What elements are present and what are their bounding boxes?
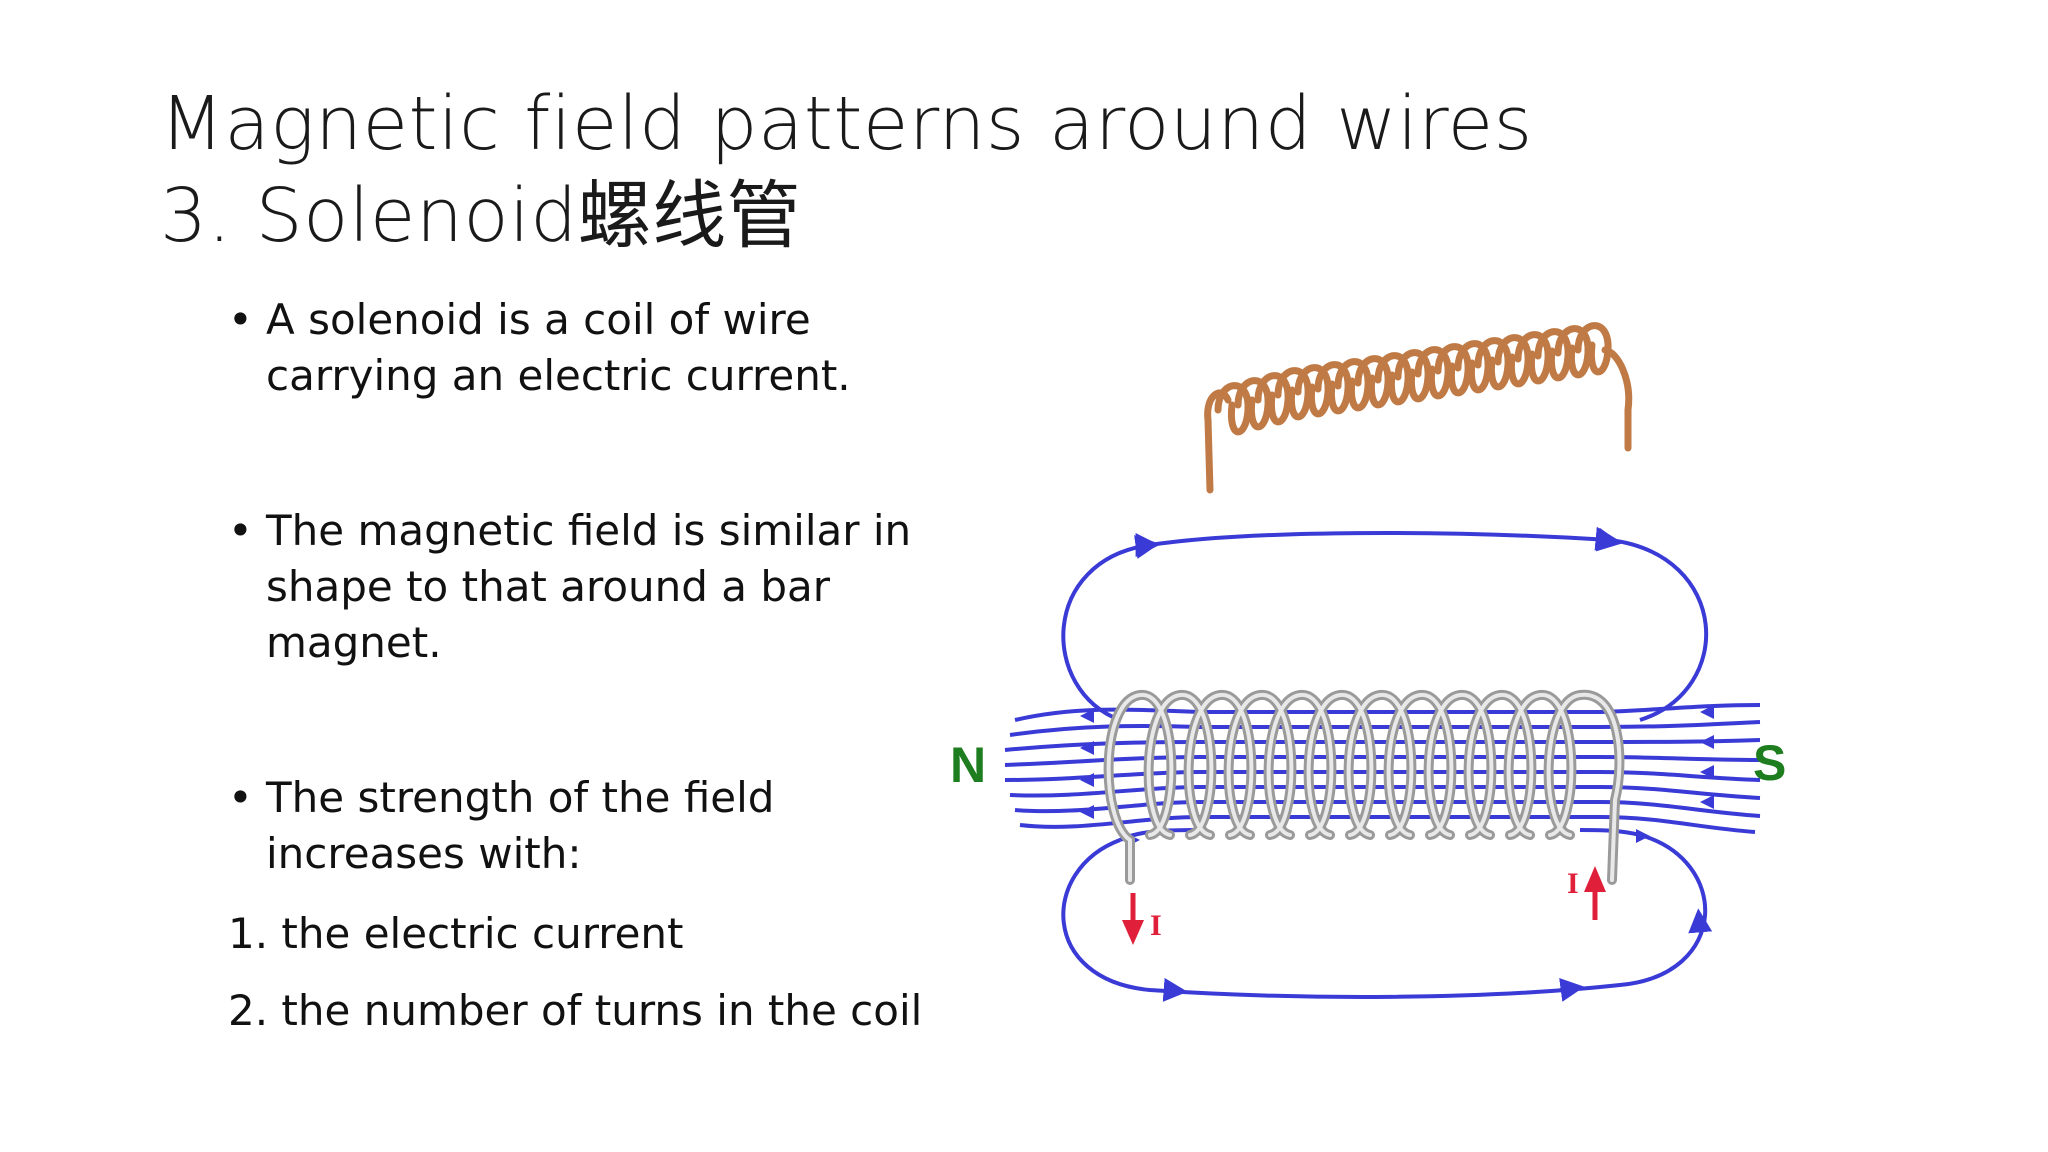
bullet-1-line-1: A solenoid is a coil of wire xyxy=(266,295,811,344)
bullet-3: The strength of the field increases with… xyxy=(228,770,988,882)
bullet-2-text: The magnetic field is similar in shape t… xyxy=(228,503,988,671)
pole-south-label: S xyxy=(1753,735,1786,791)
bullet-3-text: The strength of the field increases with… xyxy=(228,770,988,882)
title-line-1: Magnetic field patterns around wires xyxy=(160,81,1533,167)
bullet-2-line-1: The magnetic field is similar in xyxy=(266,506,912,555)
numbered-item-2: 2. the number of turns in the coil xyxy=(228,986,923,1035)
bullet-2: The magnetic field is similar in shape t… xyxy=(228,503,988,671)
current-arrow-left-icon xyxy=(1122,893,1144,945)
bullet-2-line-3: magnet. xyxy=(266,618,442,667)
bullet-3-line-1: The strength of the field xyxy=(266,773,775,822)
current-label-left: I xyxy=(1150,909,1162,942)
copper-coil-icon xyxy=(1204,322,1633,494)
bullet-2-line-2: shape to that around a bar xyxy=(266,562,831,611)
current-label-right: I xyxy=(1567,867,1579,900)
numbered-item-1: 1. the electric current xyxy=(228,909,684,958)
title-line-2: 3. Solenoid螺线管 xyxy=(160,173,802,259)
slide-title: Magnetic field patterns around wires 3. … xyxy=(160,78,1533,262)
bullet-1-line-2: carrying an electric current. xyxy=(266,351,851,400)
current-arrow-right-icon xyxy=(1584,866,1606,920)
bullet-3-line-2: increases with: xyxy=(266,829,582,878)
bullet-1: A solenoid is a coil of wire carrying an… xyxy=(228,292,988,404)
field-lines xyxy=(1004,526,1761,1002)
bullet-1-text: A solenoid is a coil of wire carrying an… xyxy=(228,292,988,404)
pole-north-label: N xyxy=(950,737,986,793)
